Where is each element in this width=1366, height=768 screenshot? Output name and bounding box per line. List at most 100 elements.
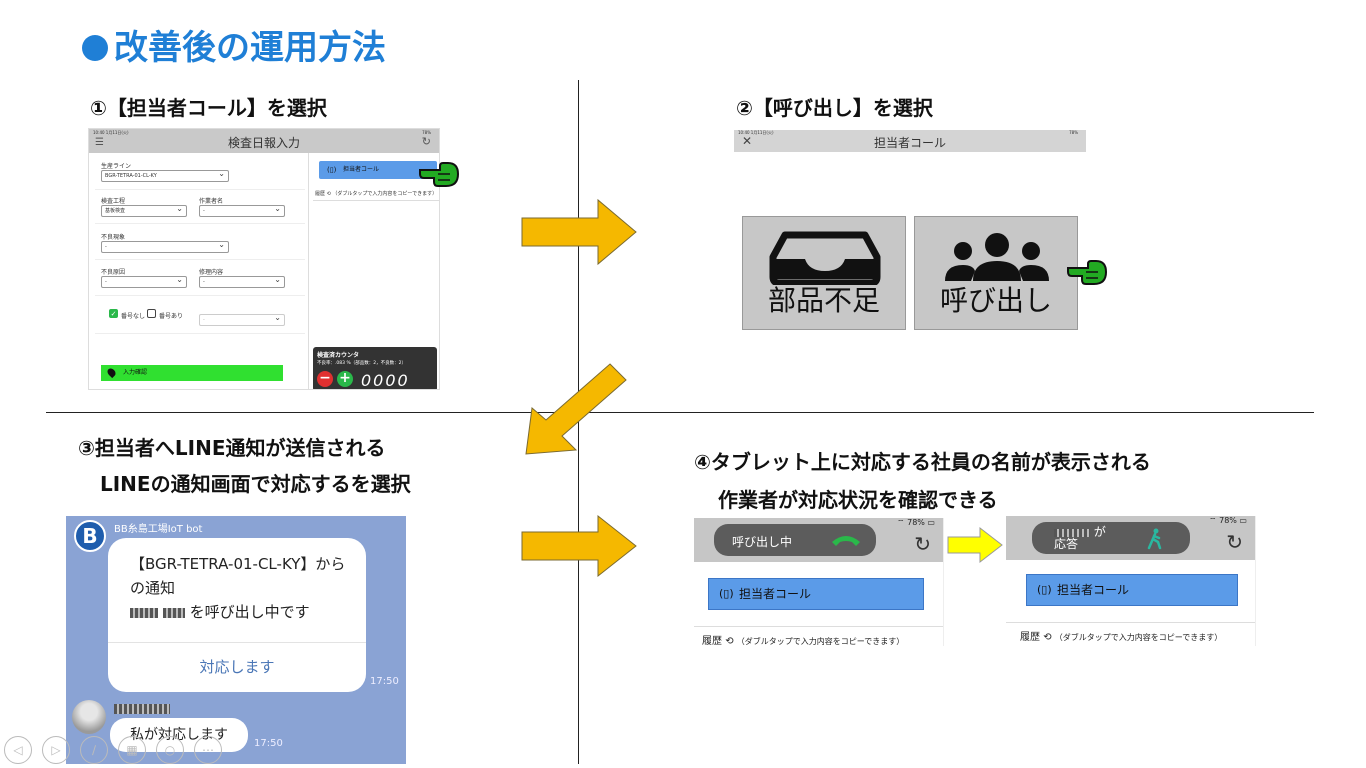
- parts-shortage-label: 部品不足: [767, 284, 880, 317]
- serial-select[interactable]: -: [199, 313, 285, 326]
- confirm-button[interactable]: 入力確認: [101, 365, 283, 381]
- call-staff-label: 担当者コール: [1057, 583, 1130, 597]
- bullet-dot-icon: [82, 35, 108, 61]
- redacted-name: [162, 607, 185, 618]
- notification-line2: の通知: [130, 579, 176, 597]
- responding-status-pill: が応答: [1032, 522, 1190, 554]
- slides-grid-icon[interactable]: ▦: [118, 736, 146, 764]
- redacted-name: [1054, 528, 1090, 537]
- defect-label: 不良現象: [101, 234, 126, 241]
- close-icon[interactable]: ✕: [742, 134, 753, 148]
- step3-label-line1: ③担当者へLINE通知が送信される: [78, 436, 386, 460]
- call-tile-label: 呼び出し: [939, 284, 1052, 317]
- call-staff-label: 担当者コール: [343, 166, 380, 173]
- step4-label-line1: ④タブレット上に対応する社員の名前が表示される: [694, 450, 1151, 474]
- message-time: 17:50: [370, 676, 399, 687]
- step4-label-line2: 作業者が対応状況を確認できる: [718, 488, 998, 512]
- counter-plus-button[interactable]: +: [337, 371, 353, 387]
- process-label: 検査工程: [101, 198, 126, 205]
- call-staff-label: 担当者コール: [739, 587, 812, 601]
- responding-label: 応答: [1054, 537, 1079, 551]
- refresh-icon[interactable]: ↻: [914, 532, 931, 556]
- modal-title: 担当者コール: [873, 136, 946, 150]
- calling-status-pill: 呼び出し中: [714, 524, 876, 556]
- bot-avatar: B: [74, 520, 106, 552]
- arrow-right-icon: [521, 198, 637, 266]
- counter-value: 0000: [361, 371, 410, 390]
- history-row: 履歴 ⟲ （ダブルタップで入力内容をコピーできます）: [1020, 632, 1223, 643]
- arrow-right-small-icon: [947, 526, 1003, 564]
- notification-line1: 【BGR-TETRA-01-CL-KY】から: [130, 555, 346, 573]
- pen-icon[interactable]: ∕: [80, 736, 108, 764]
- app-bar: 10:40 1月11日(火) 78% ☰ 検査日報入力 ↻: [89, 129, 439, 153]
- user-avatar: [72, 700, 106, 734]
- call-staff-button[interactable]: (▯) 担当者コール: [708, 578, 924, 610]
- pin-icon: [105, 366, 118, 379]
- next-slide-icon[interactable]: ▷: [42, 736, 70, 764]
- history-label: 履歴: [315, 191, 326, 197]
- modal-bar: 10:40 1月11日(火) 78% ✕ 担当者コール: [734, 130, 1086, 152]
- call-tile[interactable]: 呼び出し: [914, 216, 1078, 330]
- inbox-tray-icon: [769, 231, 881, 285]
- screenshot-inspection-report: 10:40 1月11日(火) 78% ☰ 検査日報入力 ↻ 生産ライン BGR-…: [88, 128, 440, 390]
- page-title: 改善後の運用方法: [82, 20, 386, 69]
- step2-label: ②【呼び出し】を選択: [736, 96, 933, 120]
- calling-label: 呼び出し中: [732, 535, 793, 549]
- redacted-name: [130, 607, 158, 618]
- repair-select[interactable]: -: [199, 275, 285, 288]
- inspection-counter: 検査済カウンタ 不良率：.083 %（部品数：2，不良数：2） − + 0000: [313, 347, 437, 390]
- worker-select[interactable]: -: [199, 204, 285, 217]
- form-panel: 生産ライン BGR-TETRA-01-CL-KY 検査工程 基板検査 作業者名 …: [89, 153, 309, 389]
- step3-label-line2: LINEの通知画面で対応するを選択: [100, 472, 411, 496]
- history-note: （ダブルタップで入力内容をコピーできます）: [332, 191, 438, 197]
- status-time: 10:40 1月11日(火): [93, 130, 129, 135]
- menu-icon[interactable]: ☰: [95, 137, 104, 148]
- more-options-icon[interactable]: ⋯: [194, 736, 222, 764]
- history-icon: ⟲: [725, 636, 734, 647]
- counter-minus-button[interactable]: −: [317, 371, 333, 387]
- tablet-responding-screenshot: ⌔ 78% ▭ が応答 ↻ (▯)担当者コール 履歴 ⟲ （ダブルタップで入力内…: [1006, 516, 1256, 646]
- refresh-icon[interactable]: ↻: [1226, 530, 1243, 554]
- call-staff-button[interactable]: (▯)担当者コール: [1026, 574, 1238, 606]
- no-serial-checkbox[interactable]: ✓: [109, 309, 118, 318]
- zoom-icon[interactable]: ○: [156, 736, 184, 764]
- walking-person-icon: [1147, 528, 1162, 550]
- status-time: 10:40 1月11日(火): [738, 130, 774, 135]
- responding-ga: が: [1093, 525, 1106, 539]
- has-serial-checkbox[interactable]: [147, 309, 156, 318]
- cause-select[interactable]: -: [101, 275, 187, 288]
- notification-message: 【BGR-TETRA-01-CL-KY】からの通知 を呼び出し中です: [130, 552, 360, 624]
- parts-shortage-tile[interactable]: 部品不足: [742, 216, 906, 330]
- vibrate-phone-icon: (▯): [327, 166, 337, 174]
- history-icon: ⟲: [326, 191, 331, 197]
- tablet-calling-screenshot: ⌔ 78% ▭ 呼び出し中 ↻ (▯)担当者コール 履歴 ⟲ （ダブルタップで入…: [694, 518, 944, 647]
- reply-time: 17:50: [254, 738, 283, 749]
- process-select[interactable]: 基板検査: [101, 204, 187, 217]
- pointing-hand-icon: [419, 162, 460, 187]
- no-serial-label: 番号なし: [121, 313, 146, 320]
- defect-select[interactable]: -: [101, 240, 229, 253]
- refresh-icon[interactable]: ↻: [421, 135, 431, 148]
- bot-name: BB糸島工場IoT bot: [114, 524, 203, 535]
- line-chat-screenshot: B BB糸島工場IoT bot 【BGR-TETRA-01-CL-KY】からの通…: [66, 516, 406, 764]
- phone-handset-icon: [832, 536, 860, 546]
- call-staff-button[interactable]: (▯) 担当者コール: [319, 161, 437, 179]
- step1-label: ①【担当者コール】を選択: [90, 96, 327, 120]
- horizontal-divider: [46, 412, 1314, 413]
- line-label: 生産ライン: [101, 163, 132, 170]
- counter-subtitle: 不良率：.083 %（部品数：2，不良数：2）: [317, 361, 406, 366]
- group-people-icon: [945, 233, 1049, 281]
- vibrate-phone-icon: (▯): [719, 587, 734, 600]
- arrow-right-icon: [521, 514, 637, 578]
- pointing-hand-icon: [1067, 260, 1108, 285]
- battery-status: ⌔ 78% ▭: [897, 518, 935, 527]
- previous-slide-icon[interactable]: ◁: [4, 736, 32, 764]
- confirm-button-label: 入力確認: [123, 369, 148, 376]
- counter-title: 検査済カウンタ: [317, 352, 360, 359]
- line-select[interactable]: BGR-TETRA-01-CL-KY: [101, 169, 229, 182]
- respond-button[interactable]: 対応します: [199, 658, 275, 676]
- app-title: 検査日報入力: [227, 136, 300, 150]
- repair-label: 修理内容: [199, 269, 224, 276]
- notification-bubble: 【BGR-TETRA-01-CL-KY】からの通知 を呼び出し中です 対応します: [108, 538, 366, 692]
